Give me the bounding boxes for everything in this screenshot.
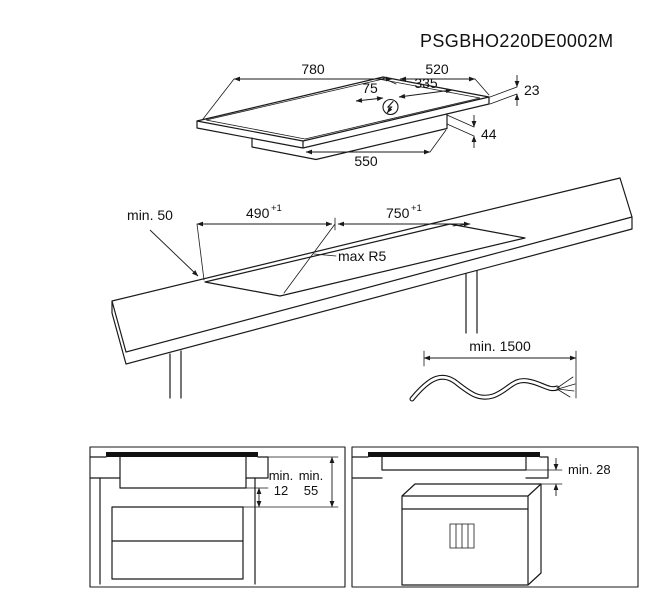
dim-44-label: 44: [481, 126, 497, 142]
dim-520-extension-line: [474, 78, 490, 96]
mains-connection-symbol: [382, 98, 399, 116]
dim-550-label: 550: [354, 153, 378, 169]
cable-length-label: min. 1500: [469, 338, 531, 354]
dim-23-extension-lines: [489, 86, 518, 105]
worktop-outline: [111, 177, 633, 365]
dim-780-label: 780: [301, 61, 325, 77]
mains-cable-view: min. 1500: [409, 338, 577, 402]
oven-figure-frame: [351, 446, 639, 588]
drawer-box: [111, 506, 244, 580]
dim-44-extension-lines: [446, 114, 475, 137]
dim-550-extension-line: [429, 129, 447, 153]
min-28-label: min. 28: [568, 462, 611, 477]
hob-body-section: [381, 456, 527, 471]
dim-490-tolerance: +1: [271, 203, 282, 214]
clearance-reference-lines: [525, 469, 563, 485]
cutout-outline: [204, 223, 526, 297]
min-50-label: min. 50: [127, 207, 173, 223]
dim-335-label: 335: [414, 75, 438, 91]
dim-23-label: 23: [524, 82, 540, 98]
dim-750-label: 750: [386, 205, 410, 221]
hob-slab-thickness: [196, 96, 490, 149]
dim-750-tolerance: +1: [411, 203, 422, 214]
min-12-value: 12: [274, 483, 288, 498]
mains-cable-core: [410, 375, 559, 401]
oven-clearance-figure: min. 28: [351, 446, 639, 588]
oven-vent-grille: [449, 523, 475, 549]
hob-isometric-view: 780 520 75 335 23 44 550: [196, 61, 540, 169]
hob-glass-section: [106, 452, 258, 457]
min-55-value: 55: [304, 483, 318, 498]
cabinet-sides: [99, 477, 256, 585]
dim-520-label: 520: [425, 61, 449, 77]
worktop-legs: [169, 270, 478, 399]
min-12-prefix: min.: [269, 468, 294, 483]
worktop-section: [351, 456, 549, 479]
dim-490-label: 490: [246, 205, 270, 221]
hob-glass-section: [368, 452, 540, 457]
dim-75-line: [355, 96, 384, 103]
dim-75-label: 75: [362, 80, 378, 96]
min-55-prefix: min.: [299, 468, 324, 483]
oven-outline: [401, 483, 542, 586]
worktop-cutout-view: 490 +1 750 +1 min. 50 max R5: [111, 177, 633, 399]
drawer-clearance-figure: min. 12 min. 55: [89, 446, 346, 588]
drawer-figure-frame: [89, 446, 346, 588]
dim-335-line: [398, 88, 453, 99]
hob-glass-inner-edge: [205, 79, 481, 140]
min-50-arrow: [149, 229, 199, 277]
worktop-section: [89, 456, 269, 479]
cable-wire-ends: [556, 376, 576, 398]
max-r5-label: max R5: [338, 248, 386, 264]
cutout-dim-extension-lines: [196, 217, 471, 294]
hob-body-section: [119, 456, 247, 489]
max-r5-leader-line: [313, 253, 337, 257]
part-code: PSGBHO220DE0002M: [420, 31, 614, 51]
lightning-bolt-icon: [386, 100, 394, 114]
